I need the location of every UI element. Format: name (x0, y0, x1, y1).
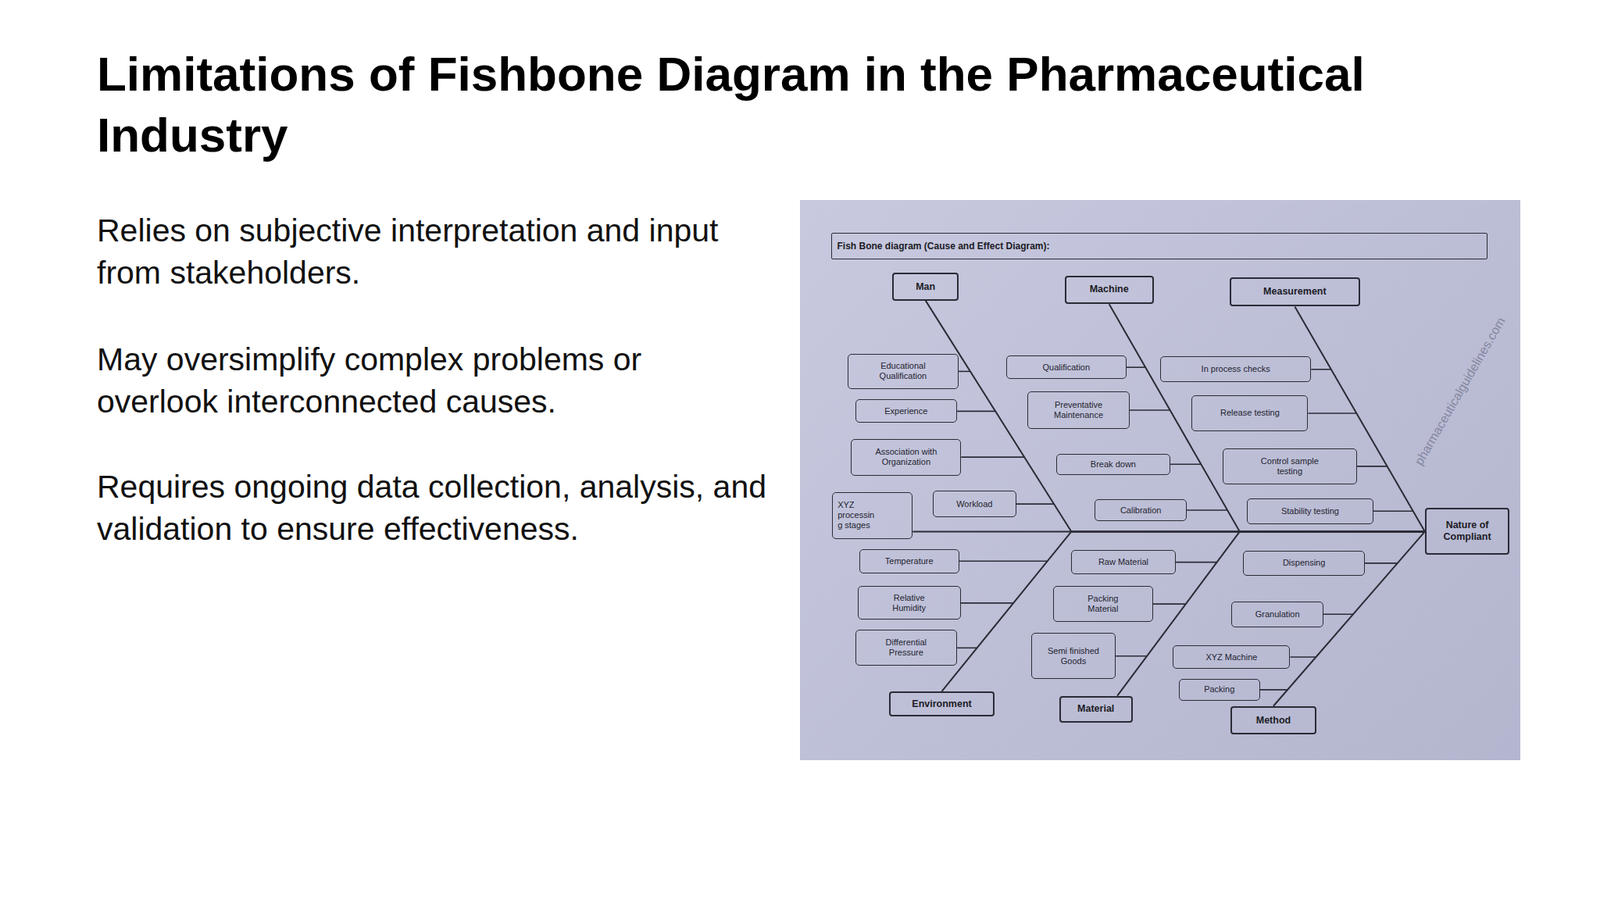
cause-label: Break down (1090, 459, 1136, 470)
category-box: Man (892, 272, 959, 300)
cause-box: XYZ Machine (1172, 645, 1290, 669)
cause-box: Semi finished Goods (1031, 632, 1115, 679)
heading-box: Fish Bone diagram (Cause and Effect Diag… (831, 232, 1488, 260)
cause-label: Association with Organization (867, 446, 946, 468)
cause-box: Control sample testing (1222, 448, 1358, 485)
cause-box: Temperature (859, 549, 960, 574)
cause-label: Stability testing (1281, 506, 1340, 517)
leader-line (1357, 465, 1388, 468)
effect-box: Nature of Compliant (1425, 507, 1510, 555)
leader-line (1323, 613, 1354, 615)
category-label: Machine (1089, 283, 1129, 296)
cause-box: Qualification (1006, 355, 1127, 379)
leader-line (960, 456, 1025, 458)
cause-box: Calibration (1094, 499, 1187, 522)
leader-line (957, 410, 996, 413)
cause-box: Release testing (1191, 395, 1308, 432)
cause-box: Workload (932, 490, 1017, 518)
spine-start-box: XYZ processin g stages (832, 492, 913, 540)
category-box: Environment (889, 691, 995, 718)
bullet-text: Requires ongoing data collection, analys… (96, 465, 793, 550)
cause-label: Relative Humidity (885, 592, 933, 614)
bone-line (1273, 531, 1425, 706)
cause-box: Preventative Maintenance (1027, 391, 1130, 429)
slide-title: Limitations of Fishbone Diagram in the P… (96, 43, 1550, 166)
cause-box: Stability testing (1246, 498, 1374, 525)
cause-box: Association with Organization (850, 439, 961, 476)
leader-line (1115, 655, 1148, 658)
diagram-photo: pharmaceuticalguidelines.com Fish Bone di… (800, 200, 1521, 761)
leader-line (957, 647, 977, 650)
category-label: Environment (911, 698, 972, 711)
leader-line (958, 371, 971, 373)
category-box: Material (1059, 696, 1133, 723)
cause-label: Dispensing (1282, 557, 1325, 568)
bone-line (925, 300, 1425, 533)
cause-label: Differential Pressure (878, 637, 934, 658)
cause-box: Educational Qualification (847, 353, 959, 389)
cause-box: Differential Pressure (855, 629, 958, 666)
cause-box: Experience (855, 399, 958, 423)
leader-line (1175, 561, 1218, 564)
category-label: Measurement (1263, 285, 1327, 298)
cause-label: In process checks (1201, 364, 1271, 375)
cause-label: XYZ Machine (1205, 652, 1258, 663)
heading-text: Fish Bone diagram (Cause and Effect Diag… (836, 240, 1050, 252)
bone-line (1109, 303, 1425, 532)
cause-label: Workload (956, 499, 993, 510)
cause-box: Dispensing (1242, 550, 1365, 577)
category-box: Measurement (1229, 277, 1361, 308)
leader-line (1129, 409, 1171, 411)
leader-line (1373, 510, 1414, 513)
watermark: pharmaceuticalguidelines.com (1411, 314, 1508, 468)
bone-line (1117, 531, 1425, 696)
bone-lines (912, 300, 1425, 707)
leader-line (1260, 689, 1288, 691)
category-box: Machine (1064, 275, 1154, 305)
bullet-text: May oversimplify complex problems or ove… (96, 338, 746, 423)
category-label: Method (1256, 714, 1291, 727)
leader-line (1126, 366, 1146, 368)
leader-line (1364, 562, 1398, 565)
leader-line (1186, 509, 1228, 511)
category-label: Man (915, 281, 936, 293)
cause-box: Packing Material (1053, 585, 1154, 622)
cause-box: In process checks (1160, 356, 1311, 383)
cause-label: Raw Material (1098, 557, 1149, 568)
cause-label: Educational Qualification (871, 360, 935, 382)
connector-layer (800, 200, 1521, 761)
leader-line (1016, 503, 1054, 505)
leader-line (1153, 603, 1186, 605)
leader-line (1310, 368, 1332, 371)
cause-label: Qualification (1042, 362, 1091, 373)
cause-label: XYZ processin g stages (837, 500, 879, 531)
cause-box: Relative Humidity (857, 585, 961, 620)
cause-box: Packing (1178, 678, 1261, 700)
cause-label: Calibration (1120, 505, 1162, 516)
cause-label: Preventative Maintenance (1047, 400, 1111, 421)
category-label: Nature of Compliant (1439, 519, 1496, 543)
bullet-text: Relies on subjective interpretation and … (96, 209, 722, 294)
cause-box: Granulation (1231, 601, 1324, 628)
cause-label: Control sample testing (1254, 456, 1325, 477)
category-label: Material (1077, 703, 1115, 715)
cause-box: Raw Material (1071, 550, 1175, 575)
cause-label: Packing Material (1079, 593, 1127, 615)
cause-label: Experience (884, 406, 928, 417)
leader-line (1170, 463, 1201, 465)
cause-label: Temperature (885, 556, 934, 567)
cause-label: Release testing (1220, 407, 1280, 418)
leader-line (1307, 412, 1357, 415)
cause-label: Packing (1203, 684, 1235, 695)
leader-line (960, 602, 1015, 604)
cause-label: Granulation (1255, 609, 1300, 620)
leader-line (959, 560, 1048, 562)
bone-line (942, 531, 1425, 691)
leader-line (1289, 656, 1316, 658)
category-box: Method (1230, 706, 1317, 736)
cause-box: Break down (1056, 453, 1171, 475)
leader-lines (957, 367, 1414, 690)
cause-label: Semi finished Goods (1045, 646, 1102, 667)
